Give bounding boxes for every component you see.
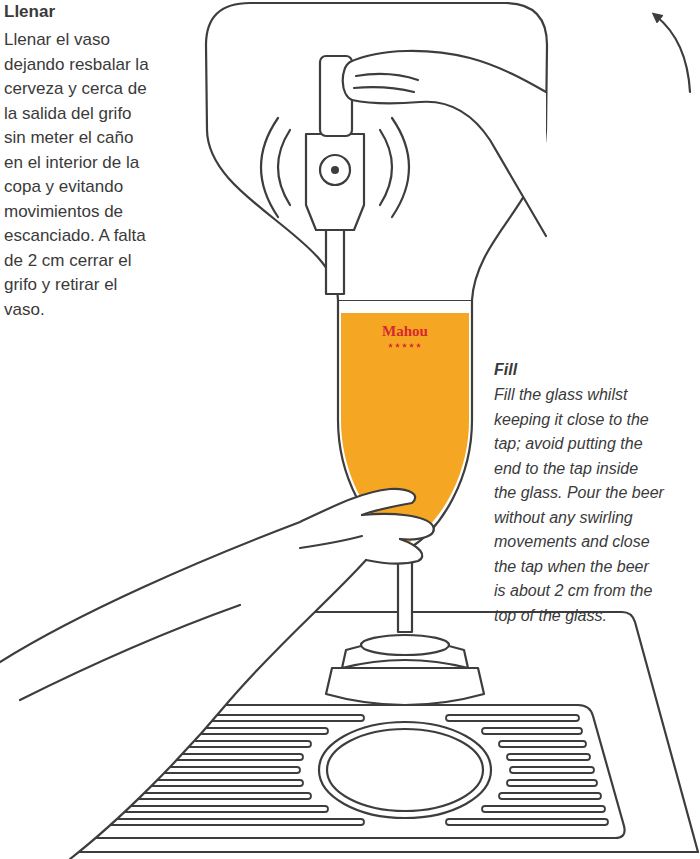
- tap-backplate: [206, 3, 547, 300]
- hand-holding-glass: [0, 489, 434, 859]
- section-heading: Llenar: [4, 0, 154, 24]
- instruction-text: Llenar el vaso dejando resbalar la cerve…: [4, 28, 154, 322]
- rotation-arrow: [656, 16, 690, 92]
- instruction-text: Fill the glass whilst keeping it close t…: [494, 383, 665, 628]
- brand-logo: Mahou: [365, 323, 445, 339]
- section-heading: Fill: [494, 358, 694, 382]
- hand-pulling-tap: [343, 51, 546, 236]
- logo-stars: [388, 343, 421, 348]
- beer-glass: [338, 300, 472, 632]
- glass-rinser: [326, 635, 484, 705]
